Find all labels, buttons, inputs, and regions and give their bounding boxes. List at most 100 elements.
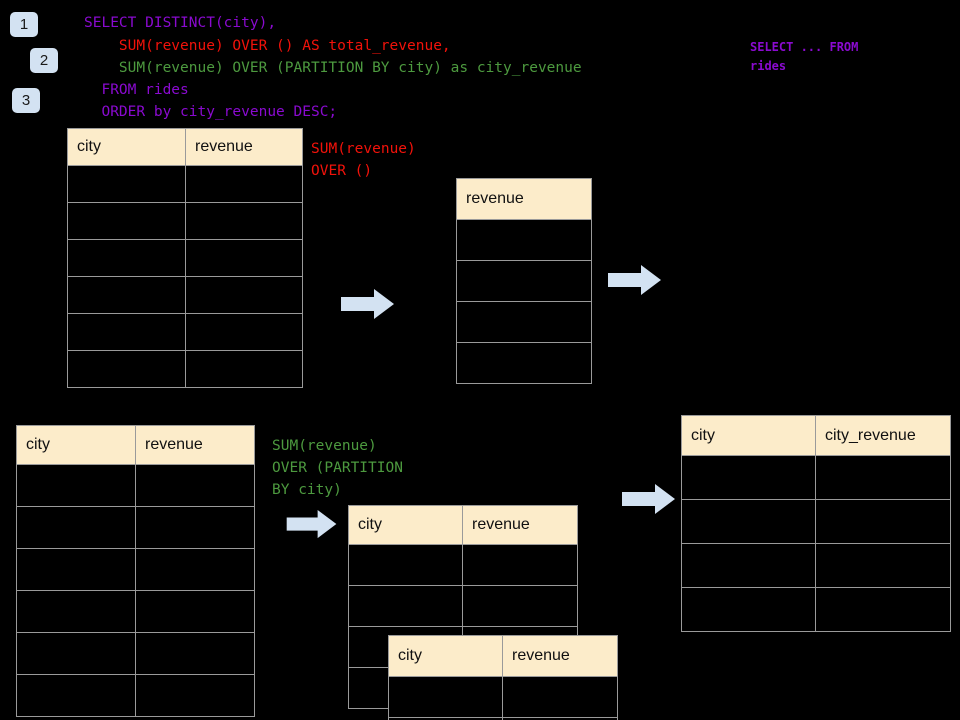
table-header-row: city city_revenue	[681, 415, 951, 456]
table-cell	[815, 499, 951, 544]
step-badge-2: 2	[30, 48, 58, 73]
step-badge-1: 1	[10, 12, 38, 37]
table-header-row: revenue	[456, 178, 592, 220]
table-cell	[348, 544, 463, 586]
table-cell	[185, 350, 303, 388]
step-badge-3: 3	[12, 88, 40, 113]
table-cell	[456, 219, 592, 261]
table-header-row: city revenue	[388, 635, 618, 677]
table-row	[681, 587, 951, 632]
table-cell	[456, 342, 592, 384]
table-cell	[16, 548, 136, 591]
table-cell	[67, 350, 186, 388]
table-cell	[16, 674, 136, 717]
column-header-city: city	[67, 128, 186, 166]
table-row	[16, 506, 255, 549]
table-cell	[135, 674, 255, 717]
table-cell	[456, 260, 592, 302]
column-header-city: city	[348, 505, 463, 545]
table-cell	[456, 301, 592, 343]
column-header-revenue: revenue	[502, 635, 618, 677]
sql-line-order-by: ORDER by city_revenue DESC;	[84, 104, 338, 120]
table-row	[16, 548, 255, 591]
table-cell	[16, 632, 136, 675]
table-row	[388, 676, 618, 718]
table-cell	[185, 276, 303, 314]
annotation-sum-over-empty: SUM(revenue) OVER ()	[311, 141, 416, 179]
table-row	[67, 202, 303, 240]
table-row	[16, 632, 255, 675]
table-cell	[681, 455, 816, 500]
arrow-right-icon	[341, 289, 394, 319]
table-cell	[502, 717, 618, 720]
table-body	[67, 165, 303, 388]
arrow-right-icon	[286, 509, 337, 539]
column-header-revenue: revenue	[135, 425, 255, 465]
table-row	[67, 239, 303, 277]
table-cell	[815, 587, 951, 632]
column-header-city-revenue: city_revenue	[815, 415, 951, 456]
table-cell	[681, 587, 816, 632]
column-header-revenue: revenue	[462, 505, 578, 545]
sql-line-sum-over-empty: SUM(revenue) OVER () AS total_revenue,	[84, 38, 451, 54]
table-cell	[135, 464, 255, 507]
table-cell	[502, 676, 618, 718]
table-body	[681, 455, 951, 632]
table-row	[681, 499, 951, 544]
table-row	[456, 342, 592, 384]
table-source-bottom: city revenue	[16, 425, 255, 717]
arrow-right-icon	[622, 484, 675, 514]
table-body	[456, 219, 592, 384]
table-cell	[462, 585, 578, 627]
column-header-city: city	[388, 635, 503, 677]
table-cell	[815, 543, 951, 588]
annotation-select-from-rides: SELECT ... FROM rides	[750, 40, 859, 73]
table-row	[348, 585, 578, 627]
table-cell	[185, 313, 303, 351]
table-row	[67, 165, 303, 203]
table-cell	[681, 499, 816, 544]
table-cell	[135, 590, 255, 633]
table-row	[681, 455, 951, 500]
arrow-right-icon	[608, 265, 661, 295]
table-row	[16, 590, 255, 633]
table-cell	[67, 276, 186, 314]
table-cell	[462, 544, 578, 586]
sql-line-sum-over-partition: SUM(revenue) OVER (PARTITION BY city) as…	[84, 60, 582, 76]
table-cell	[67, 165, 186, 203]
sql-line-from: FROM rides	[84, 82, 189, 98]
table-body	[16, 464, 255, 717]
table-cell	[67, 202, 186, 240]
column-header-city: city	[16, 425, 136, 465]
table-result: city city_revenue	[681, 415, 951, 632]
table-header-row: city revenue	[67, 128, 303, 166]
table-total-revenue: revenue	[456, 178, 592, 384]
table-cell	[16, 506, 136, 549]
table-row	[67, 350, 303, 388]
table-row	[16, 674, 255, 717]
table-cell	[185, 165, 303, 203]
table-cell	[67, 239, 186, 277]
table-row	[348, 544, 578, 586]
table-cell	[135, 548, 255, 591]
column-header-city: city	[681, 415, 816, 456]
table-row	[388, 717, 618, 720]
table-row	[681, 543, 951, 588]
column-header-revenue: revenue	[185, 128, 303, 166]
table-cell	[185, 202, 303, 240]
table-cell	[815, 455, 951, 500]
table-header-row: city revenue	[348, 505, 578, 545]
table-cell	[16, 464, 136, 507]
table-row	[67, 276, 303, 314]
table-row	[67, 313, 303, 351]
table-cell	[348, 585, 463, 627]
table-row	[456, 301, 592, 343]
table-body	[388, 676, 618, 720]
table-row	[16, 464, 255, 507]
sql-line-select-distinct: SELECT DISTINCT(city),	[84, 15, 277, 31]
table-header-row: city revenue	[16, 425, 255, 465]
column-header-revenue: revenue	[456, 178, 592, 220]
table-cell	[185, 239, 303, 277]
annotation-sum-over-partition: SUM(revenue) OVER (PARTITION BY city)	[272, 438, 403, 498]
